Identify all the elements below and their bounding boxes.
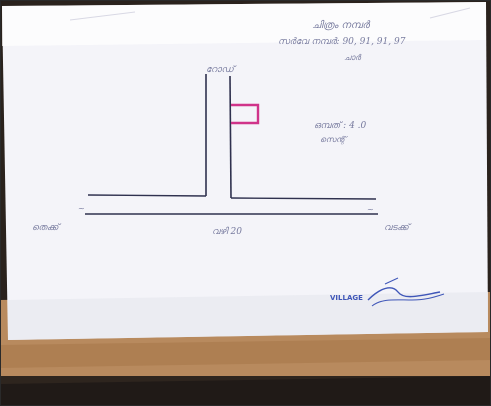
sketch-header-line3: ചാർ <box>344 53 362 62</box>
road-line-top-left <box>87 194 207 197</box>
sketch-right-note-1: ഒമ്പത് : 4 .0 <box>314 121 367 131</box>
paper-sheet <box>2 2 488 340</box>
sketch-left-label: തെക്ക് <box>32 223 62 233</box>
sketch-header-line1: ചിത്രം നമ്പർ <box>312 19 371 31</box>
plot-flag-icon <box>231 103 260 125</box>
road-line-top-right <box>230 197 377 200</box>
road-line-right <box>229 75 232 199</box>
sketch-right-note-2: സെന്റ് <box>320 135 349 145</box>
sketch-header-line2: സർവേ നമ്പർ: 90, 91, 91, 97 <box>278 37 406 47</box>
end-mark-left: ~ <box>78 204 85 213</box>
sketch-top-label: റോഡ് <box>206 65 237 75</box>
sketch-bottom-label: വഴി 20 <box>212 226 242 237</box>
signature: VILLAGE <box>330 277 445 307</box>
end-mark-right: ~ <box>367 205 374 214</box>
signature-text: VILLAGE <box>330 294 363 302</box>
sketch-right-label: വടക്ക് <box>384 223 412 233</box>
